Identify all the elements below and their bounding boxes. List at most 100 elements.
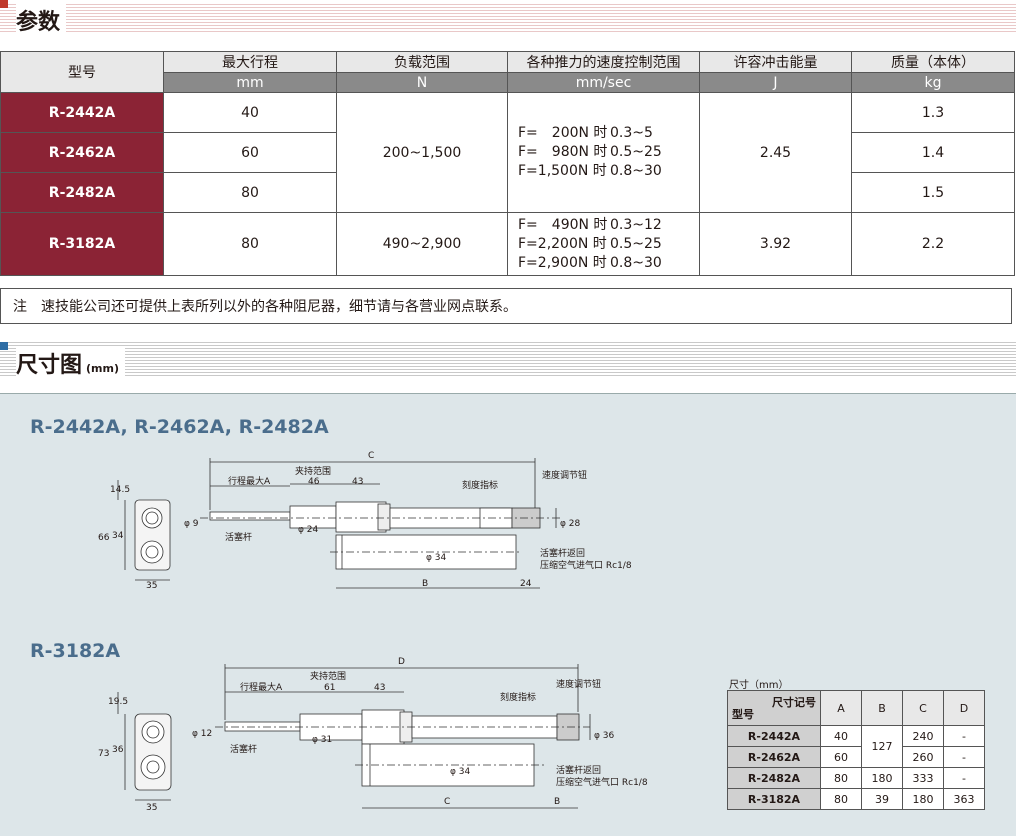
label-speed-knob: 速度调节钮 [542, 469, 587, 481]
unit-speed: mm/sec [507, 72, 700, 93]
dim-c-cell: 180 [902, 788, 944, 810]
unit-stroke: mm [163, 72, 337, 93]
dim-46: 46 [308, 477, 320, 487]
label-air-inlet-2: 压缩空气进气口 Rc1/8 [540, 559, 632, 571]
section-marker-blue [0, 342, 8, 350]
dim-phi31: φ 31 [312, 735, 332, 745]
dim-a-cell: 80 [820, 767, 862, 789]
dim-19-5: 19.5 [108, 697, 128, 707]
label-scale-mark: 刻度指标 [462, 479, 498, 491]
speed-range: 0.8~30 [610, 254, 662, 271]
table-row: R-2462A 60 260 - [727, 746, 985, 768]
load-cell: 200~1,500 [336, 92, 508, 213]
table-row: R-3182A 80 39 180 363 [727, 788, 985, 810]
dim-phi36: φ 36 [594, 731, 615, 741]
dim-66: 66 [98, 533, 110, 543]
drawing1-title: R-2442A, R-2462A, R-2482A [30, 416, 329, 438]
dim-a-cell: 60 [820, 746, 862, 768]
dim-b: B [422, 579, 428, 589]
dim-b-cell: 180 [861, 767, 903, 789]
speed-range: 0.5~25 [610, 144, 662, 160]
mass-cell: 2.2 [851, 212, 1015, 276]
dim-c-cell: 260 [902, 746, 944, 768]
header-stroke: 最大行程 [163, 51, 337, 73]
col-a: A [820, 690, 862, 726]
dim-a-cell: 40 [820, 725, 862, 747]
dim-phi24: φ 24 [298, 525, 319, 535]
label-clamp-range: 夹持范围 [310, 670, 346, 682]
spec-table: 型号 最大行程 负载范围 各种推力的速度控制范围 许容冲击能量 质量（本体） m… [0, 51, 1015, 276]
speed-force: F= 980N 时 [518, 144, 608, 160]
dim-c-cell: 240 [902, 725, 944, 747]
params-section-header: 参数 [0, 0, 1016, 36]
speed-range: 0.3~5 [610, 125, 653, 141]
label-speed-knob: 速度调节钮 [556, 678, 601, 690]
dim-34: 34 [112, 531, 124, 541]
label-air-inlet-1: 活塞杆返回 [540, 547, 585, 559]
label-stroke-max: 行程最大A [240, 681, 283, 693]
dim-d-cell: 363 [943, 788, 985, 810]
dim-model-cell: R-2442A [727, 725, 821, 747]
unit-energy: J [699, 72, 852, 93]
piston-rod-shape [209, 511, 291, 521]
stroke-cell: 40 [163, 92, 337, 133]
dims-title: 尺寸图(mm) [16, 347, 125, 379]
header-speed: 各种推力的速度控制范围 [507, 51, 700, 73]
label-clamp-range: 夹持范围 [295, 465, 331, 477]
mass-cell: 1.5 [851, 172, 1015, 213]
unit-mass: kg [851, 72, 1015, 93]
piston-rod-shape [224, 721, 301, 732]
note-text: 注 速技能公司还可提供上表所列以外的各种阻尼器，细节请与各营业网点联系。 [0, 288, 1012, 324]
col-c: C [902, 690, 944, 726]
dim-c: C [444, 797, 450, 807]
dim-35: 35 [146, 581, 157, 591]
dim-c: C [368, 451, 374, 461]
dim-phi12: φ 12 [192, 729, 212, 739]
dim-table-caption: 尺寸（mm） [729, 680, 789, 691]
dim-24: 24 [520, 579, 532, 589]
dims-unit: (mm) [86, 362, 119, 375]
drawing2-title: R-3182A [30, 640, 121, 662]
header-energy: 许容冲击能量 [699, 51, 852, 73]
header-type: 型号 [0, 51, 164, 93]
dim-table-corner: 尺寸记号 型号 [727, 690, 821, 726]
dim-35: 35 [146, 803, 157, 813]
model-cell: R-3182A [0, 212, 164, 276]
speed-force: F=1,500N 时 [518, 163, 607, 179]
section-marker-red [0, 0, 8, 8]
table-row: R-2482A 80 180 333 - [727, 767, 985, 789]
speed-range: 0.5~25 [610, 235, 662, 252]
energy-cell: 2.45 [699, 92, 852, 213]
label-scale-mark: 刻度指标 [500, 691, 536, 703]
model-cell: R-2462A [0, 132, 164, 173]
dim-c-cell: 333 [902, 767, 944, 789]
label-piston-rod: 活塞杆 [230, 743, 257, 755]
speed-force: F=2,900N 时 [518, 254, 607, 271]
speed-force: F=2,200N 时 [518, 235, 607, 252]
table-row: R-2442A 40 127 240 - [727, 725, 985, 768]
unit-load: N [336, 72, 508, 93]
dim-43: 43 [374, 683, 385, 693]
dim-36: 36 [112, 745, 124, 755]
table-row: R-2482A 80 1.5 [0, 172, 1015, 213]
stroke-cell: 80 [163, 172, 337, 213]
dim-a-cell: 80 [820, 788, 862, 810]
header-load: 负载范围 [336, 51, 508, 73]
load-cell: 490~2,900 [336, 212, 508, 276]
label-air-inlet-2: 压缩空气进气口 Rc1/8 [556, 776, 648, 788]
dim-43: 43 [352, 477, 363, 487]
speed-range: 0.3~12 [610, 216, 662, 233]
dim-d-cell: - [943, 725, 985, 747]
dim-phi34: φ 34 [450, 767, 471, 777]
dim-table: 尺寸记号 型号 A B C D R-2442A 40 127 240 - R-2… [727, 690, 985, 810]
dim-61: 61 [324, 683, 335, 693]
speed-range: 0.8~30 [610, 163, 662, 179]
energy-cell: 3.92 [699, 212, 852, 276]
label-stroke-max: 行程最大A [228, 475, 271, 487]
dim-model-cell: R-2482A [727, 767, 821, 789]
stroke-cell: 80 [163, 212, 337, 276]
dim-73: 73 [98, 749, 109, 759]
